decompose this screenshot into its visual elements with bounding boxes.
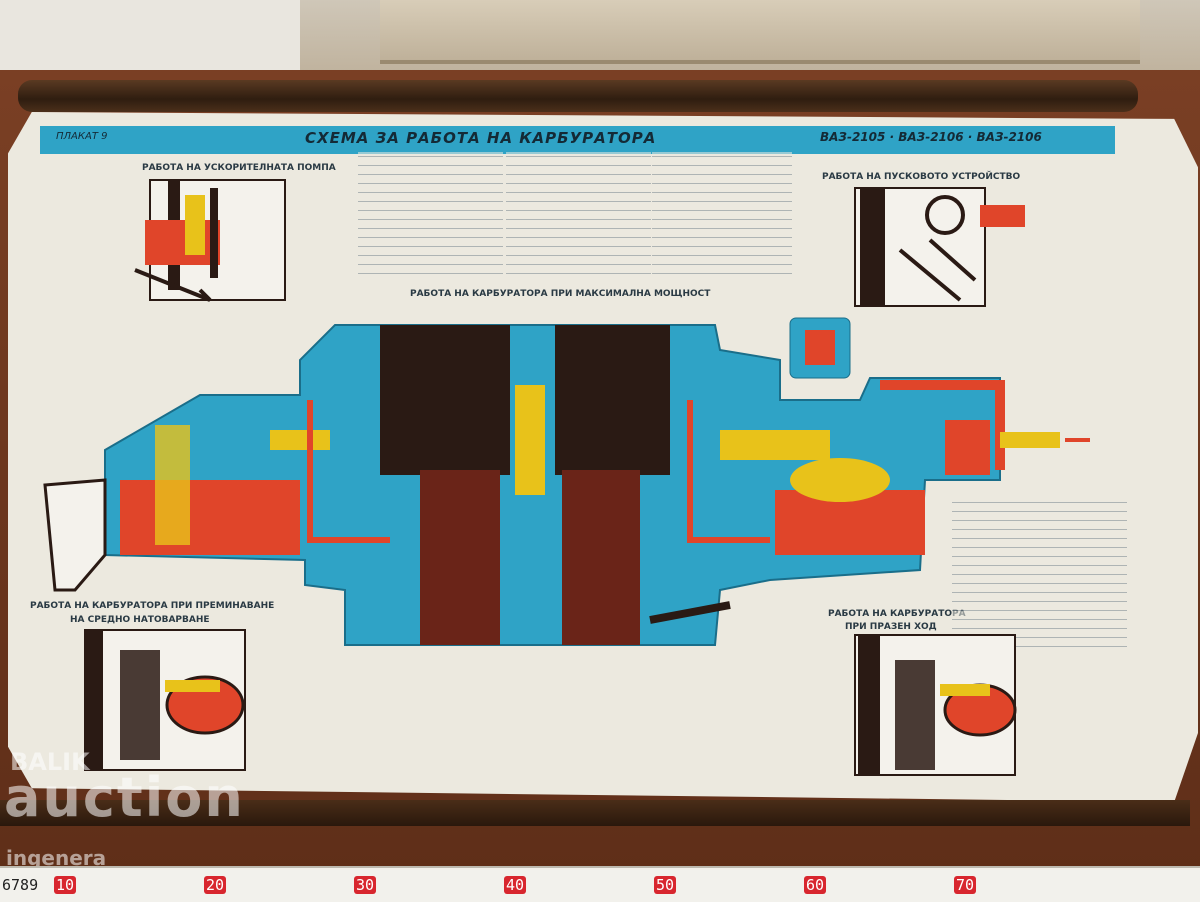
poster-models: ВАЗ-2105 · ВАЗ-2106 · ВАЗ-2106 xyxy=(820,130,1042,144)
watermark-line1: BALIK xyxy=(10,748,90,776)
legend-column-2 xyxy=(506,152,651,276)
caption-idle-2: ПРИ ПРАЗЕН ХОД xyxy=(845,622,937,632)
medium-load-diagram xyxy=(84,629,246,771)
caption-starter: РАБОТА НА ПУСКОВОТО УСТРОЙСТВО xyxy=(822,172,1021,182)
poster-plakat-label: ПЛАКАТ 9 xyxy=(56,131,108,142)
ruler-label: 70 xyxy=(954,876,977,894)
poster-roller-bottom xyxy=(0,800,1190,826)
ruler-label: 20 xyxy=(204,876,227,894)
starter-diagram xyxy=(854,187,1025,307)
caption-medium-load-1: РАБОТА НА КАРБУРАТОРА ПРИ ПРЕМИНАВАНЕ xyxy=(30,601,275,611)
measuring-tape: 6789 10 20 30 40 50 60 70 xyxy=(0,866,1200,902)
caption-medium-load-2: НА СРЕДНО НАТОВАРВАНЕ xyxy=(70,615,210,625)
ruler-label: 10 xyxy=(54,876,77,894)
pump-diagram xyxy=(134,179,286,302)
poster-title-bar xyxy=(40,126,1115,154)
poster-title: СХЕМА ЗА РАБОТА НА КАРБУРАТОРА xyxy=(305,129,657,147)
caption-pump: РАБОТА НА УСКОРИТЕЛНАТА ПОМПА xyxy=(142,163,336,173)
ruler-label: 50 xyxy=(654,876,677,894)
ruler-label: 40 xyxy=(504,876,527,894)
ruler-digits: 6789 xyxy=(2,876,39,894)
idle-diagram xyxy=(854,634,1017,776)
legend-column-4 xyxy=(952,498,1127,648)
ruler-label: 30 xyxy=(354,876,377,894)
caption-max-power: РАБОТА НА КАРБУРАТОРА ПРИ МАКСИМАЛНА МОЩ… xyxy=(410,289,711,299)
legend-column-1 xyxy=(358,152,503,276)
legend-column-3 xyxy=(652,152,792,276)
caption-idle-1: РАБОТА НА КАРБУРАТОРА xyxy=(828,609,966,619)
main-carburetor xyxy=(43,317,1090,646)
watermark-line2: auction xyxy=(4,766,245,829)
rolled-posters xyxy=(380,0,1140,64)
ruler-label: 60 xyxy=(804,876,827,894)
poster-roller-top xyxy=(18,80,1138,112)
